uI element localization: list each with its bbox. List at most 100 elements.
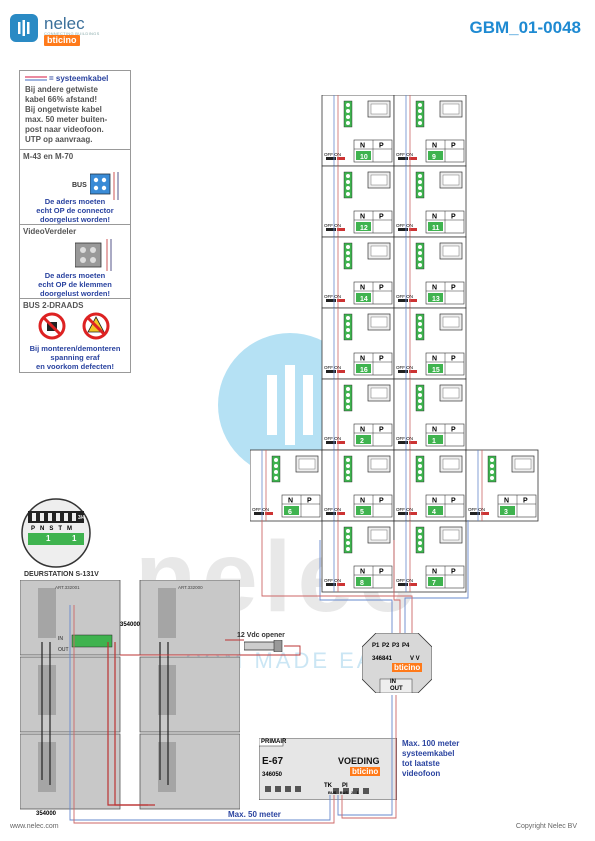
no-voltage-icon	[82, 312, 110, 340]
label-p: P	[451, 569, 456, 576]
door-station-title: DEURSTATION S-131V	[24, 571, 99, 578]
power-primair: PRIMAIR	[261, 739, 287, 745]
m43-note: De aders moeten echt OP de connector doo…	[36, 197, 114, 224]
videoverdeler-title: VideoVerdeler	[23, 227, 77, 236]
label-n: N	[432, 427, 437, 434]
label-p: P	[379, 498, 384, 505]
distributor-code: 346841	[372, 656, 393, 662]
bus-label: BUS	[72, 182, 87, 189]
off-on-label: OFF ON	[396, 294, 413, 299]
phone-number: 13	[432, 296, 440, 303]
videoverdeler-note: De aders moeten echt OP de klemmen doorg…	[38, 271, 112, 298]
door-out-label: OUT	[58, 647, 69, 653]
label-n: N	[504, 498, 509, 505]
phone-number: 4	[432, 509, 436, 516]
footer-copyright: Copyright Nelec BV	[515, 823, 577, 830]
phone-number: 1	[432, 438, 436, 445]
off-on-label: OFF ON	[396, 436, 413, 441]
off-on-label: OFF ON	[324, 436, 341, 441]
label-p: P	[307, 498, 312, 505]
off-on-label: OFF ON	[396, 152, 413, 157]
label-n: N	[432, 569, 437, 576]
distributor-ports: P1 P2 P3 P4	[372, 643, 410, 649]
dip-value-m: 1	[72, 534, 77, 543]
label-n: N	[360, 143, 365, 150]
power-pi: PI	[342, 783, 348, 789]
bus2-title: BUS 2-DRAADS	[23, 301, 84, 310]
label-n: N	[432, 498, 437, 505]
dip-value-p: 1	[46, 534, 51, 543]
label-p: P	[523, 498, 528, 505]
phone-number: 10	[360, 154, 368, 161]
nelec-logo-icon	[10, 14, 38, 42]
power-name: VOEDING	[338, 756, 380, 766]
label-p: P	[451, 356, 456, 363]
distributor-in: IN	[390, 679, 396, 685]
cable-legend-panel: = systeemkabel Bij andere getwiste kabel…	[19, 70, 131, 150]
dip-value-n: 3/4	[78, 515, 85, 521]
m43-panel: M-43 en M-70 BUS De aders moeten echt OP…	[19, 149, 131, 225]
dip-switch-detail-icon	[21, 498, 91, 568]
label-p: P	[379, 569, 384, 576]
videophone-cell: N P 1 OFF ON	[393, 378, 467, 451]
phone-number: 11	[432, 225, 440, 232]
video-distributor-icon	[75, 239, 112, 271]
label-n: N	[360, 427, 365, 434]
off-on-label: OFF ON	[396, 507, 413, 512]
label-n: N	[432, 356, 437, 363]
m43-title: M-43 en M-70	[23, 152, 74, 161]
brand-subtitle: CONNECTING BUILDINGS	[44, 31, 100, 36]
off-on-label: OFF ON	[324, 294, 341, 299]
label-p: P	[451, 285, 456, 292]
off-on-label: OFF ON	[396, 578, 413, 583]
phone-number: 6	[288, 509, 292, 516]
dip-labels: PNSTM	[31, 526, 78, 532]
label-n: N	[360, 569, 365, 576]
off-on-label: OFF ON	[324, 223, 341, 228]
cable-note: Bij andere getwiste kabel 66% afstand! B…	[25, 85, 108, 144]
label-p: P	[379, 356, 384, 363]
bus2-panel: BUS 2-DRAADS Bij monteren/demonteren spa…	[19, 298, 131, 373]
phone-number: 3	[504, 509, 508, 516]
label-n: N	[360, 498, 365, 505]
label-p: P	[379, 427, 384, 434]
label-p: P	[451, 427, 456, 434]
door-code-top: 354000	[120, 622, 141, 628]
label-p: P	[379, 214, 384, 221]
off-on-label: OFF ON	[324, 365, 341, 370]
off-on-label: OFF ON	[468, 507, 485, 512]
off-on-label: OFF ON	[396, 365, 413, 370]
bus-connector-icon	[90, 172, 119, 200]
phone-number: 14	[360, 296, 368, 303]
document-code: GBM_01-0048	[469, 18, 581, 37]
videophone-cell: N P 2 OFF ON	[321, 378, 395, 451]
max-50-annotation: Max. 50 meter	[228, 810, 281, 819]
art-main: ART.332001	[55, 585, 80, 590]
label-p: P	[451, 143, 456, 150]
bticino-logo: bticino	[44, 35, 80, 46]
phone-number: 2	[360, 438, 364, 445]
power-code: 346050	[262, 772, 283, 778]
videophone-cell: N P 3 OFF ON	[465, 449, 539, 522]
distributor-vv: V V	[410, 656, 420, 662]
door-code-bottom: 354000	[36, 811, 57, 817]
distributor-out: OUT	[390, 686, 403, 692]
label-p: P	[379, 143, 384, 150]
label-n: N	[360, 214, 365, 221]
label-n: N	[360, 356, 365, 363]
door-station-units	[20, 580, 240, 810]
off-on-label: OFF ON	[324, 578, 341, 583]
system-cable-icon	[25, 76, 47, 81]
label-p: P	[451, 498, 456, 505]
phone-number: 8	[360, 580, 364, 587]
off-on-label: OFF ON	[252, 507, 269, 512]
